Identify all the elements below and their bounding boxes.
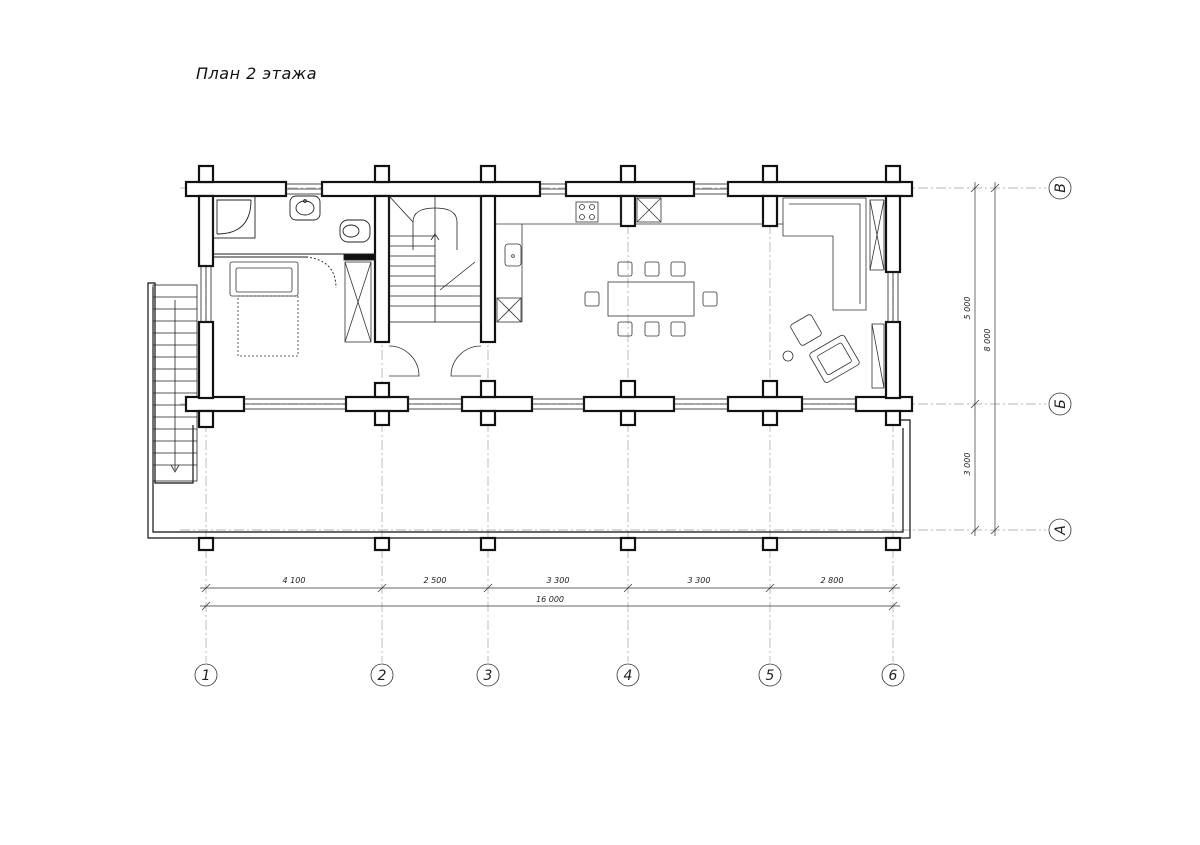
axis-label-6: 6	[889, 668, 898, 684]
dim-v-total: 8 000	[983, 329, 992, 352]
bathroom	[212, 195, 376, 289]
axis-bubble-a	[1048, 518, 1072, 542]
dimension-texts: 4 100 2 500 3 300 3 300 2 800 16 000 5 0…	[283, 297, 992, 604]
kitchen	[495, 196, 763, 323]
axis-label-4: 4	[624, 668, 633, 684]
axis-label-v: В	[1053, 183, 1069, 193]
axis-bubble-1	[194, 663, 218, 687]
axis-bubble-2	[370, 663, 394, 687]
dim-h-total: 16 000	[536, 595, 564, 604]
internal-stair	[388, 195, 482, 323]
dining-table	[584, 261, 718, 337]
axis-bubble-b	[1048, 392, 1072, 416]
dim-v-1: 5 000	[963, 297, 972, 320]
dim-h-5: 2 800	[821, 576, 844, 585]
axis-label-a: А	[1053, 525, 1069, 536]
dim-v-2: 3 000	[963, 453, 972, 476]
dim-h-3: 3 300	[547, 576, 570, 585]
axis-bubbles-letters	[1048, 176, 1072, 542]
axis-labels-letters: В Б А	[1053, 183, 1069, 536]
axis-bubble-6	[881, 663, 905, 687]
axis-label-2: 2	[378, 668, 387, 684]
axis-bubble-3	[476, 663, 500, 687]
axis-bubbles-numbers	[194, 663, 905, 687]
dim-h-4: 3 300	[688, 576, 711, 585]
axis-label-5: 5	[766, 668, 775, 684]
bedroom	[229, 261, 482, 377]
plan-title: План 2 этажа	[196, 64, 317, 83]
dim-h-1: 4 100	[283, 576, 306, 585]
dim-h-2: 2 500	[424, 576, 447, 585]
external-stair	[152, 284, 198, 482]
axis-bubble-4	[616, 663, 640, 687]
axis-label-1: 1	[202, 668, 211, 684]
dimension-lines	[200, 182, 1000, 611]
axis-labels-numbers: 1 2 3 4 5 6	[202, 668, 898, 684]
axis-label-b: Б	[1053, 399, 1069, 409]
windows	[200, 183, 899, 410]
axis-label-3: 3	[484, 668, 493, 684]
axis-bubble-v	[1048, 176, 1072, 200]
axis-bubble-5	[758, 663, 782, 687]
living-room	[777, 197, 885, 389]
